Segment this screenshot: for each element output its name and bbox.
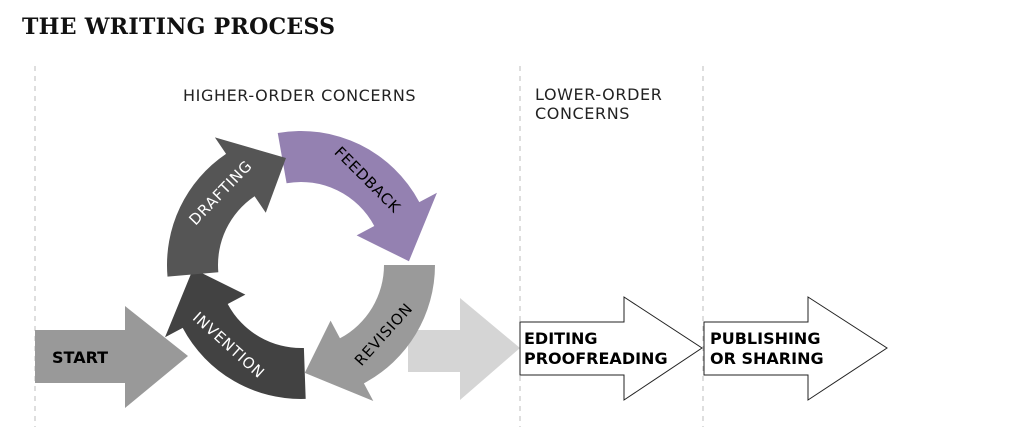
drafting-segment xyxy=(167,137,286,277)
feedback-segment xyxy=(277,131,437,262)
or-sharing-label: OR SHARING xyxy=(710,349,824,368)
proofreading-label: PROOFREADING xyxy=(524,349,668,368)
revision-segment xyxy=(304,265,435,401)
publishing-label: PUBLISHING xyxy=(710,329,820,348)
connector-arrow xyxy=(408,298,520,400)
start-label: START xyxy=(52,348,108,367)
invention-segment xyxy=(165,268,306,399)
writing-cycle: DRAFTING FEEDBACK REVISION INVENTION xyxy=(165,131,437,401)
page-title: THE WRITING PROCESS xyxy=(22,14,336,40)
higher-order-concerns-label: HIGHER-ORDER CONCERNS xyxy=(183,86,417,105)
editing-arrow xyxy=(519,296,703,401)
lower-order-label-line-1: LOWER-ORDER xyxy=(535,85,663,104)
lower-order-label-line-2: CONCERNS xyxy=(535,104,631,123)
lower-order-concerns-label: LOWER-ORDER CONCERNS xyxy=(535,85,662,123)
publishing-arrow xyxy=(703,296,888,401)
editing-label: EDITING xyxy=(524,329,598,348)
start-arrow xyxy=(35,306,188,408)
